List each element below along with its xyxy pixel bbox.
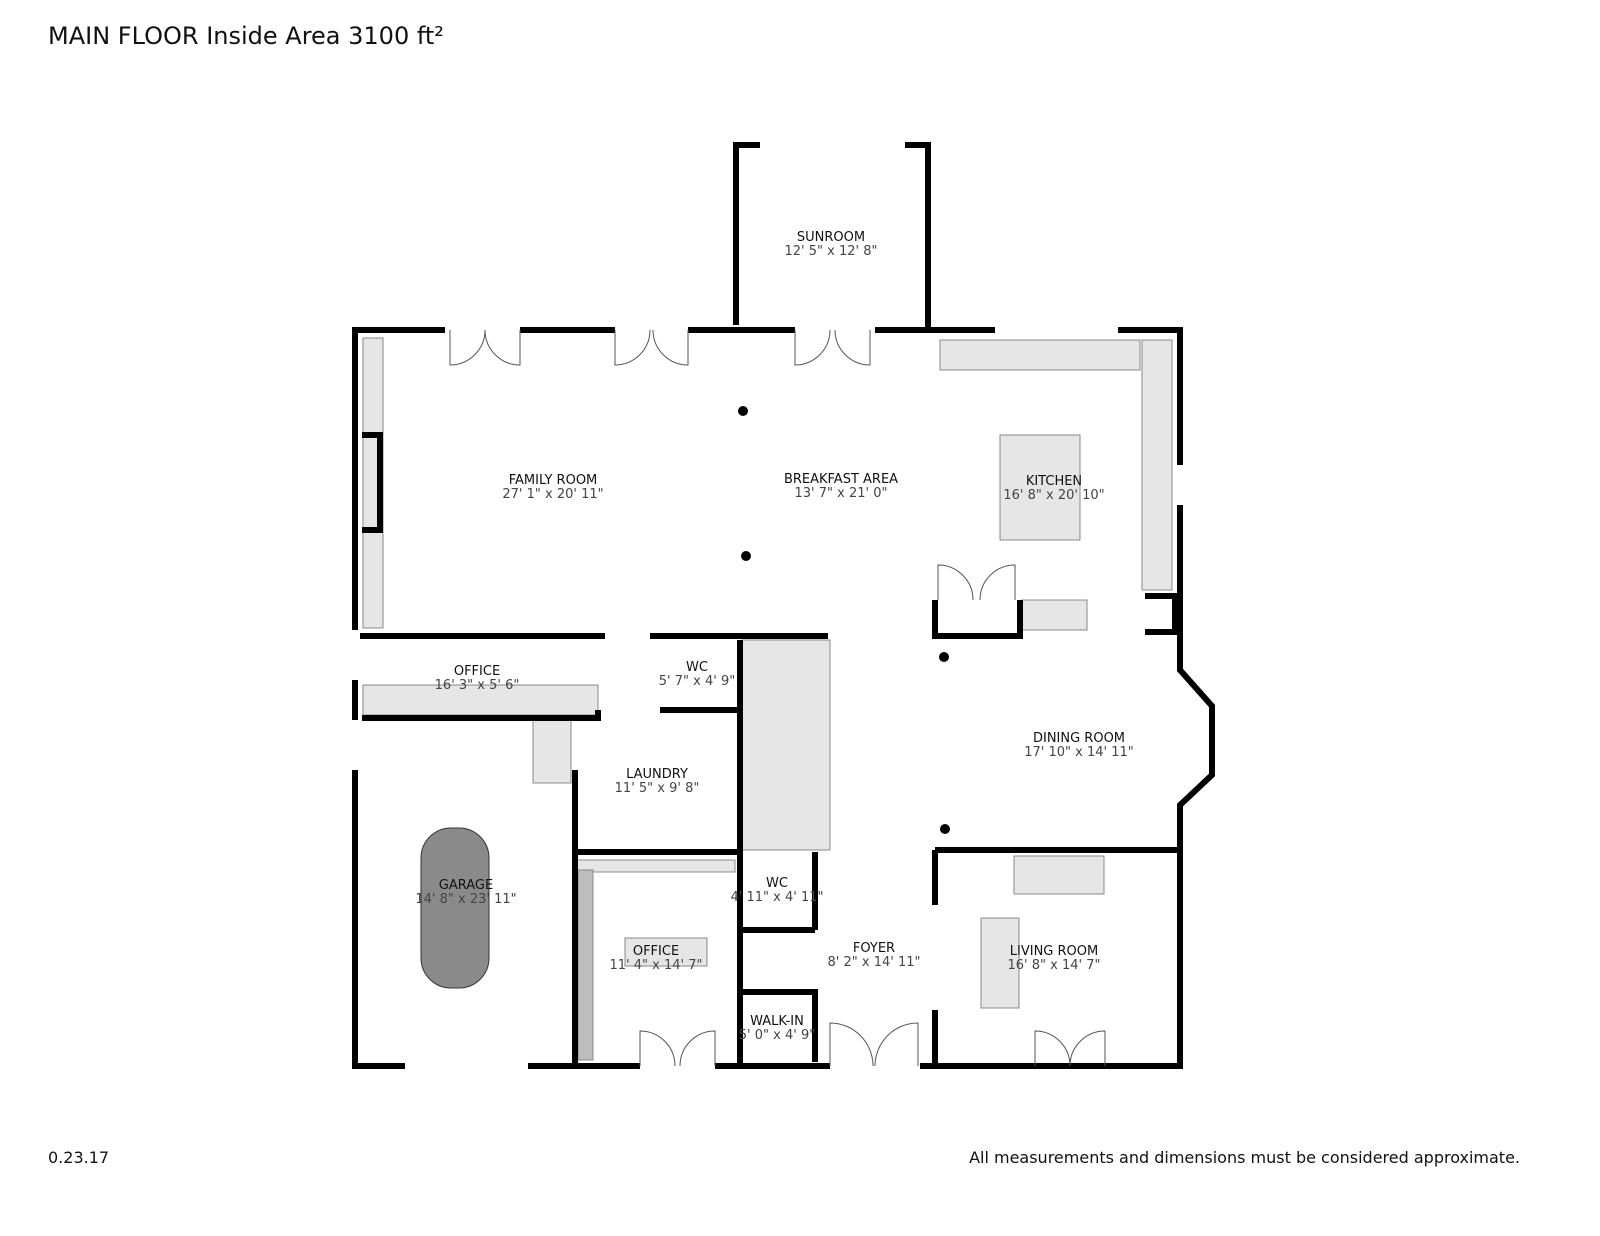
room-name: LAUNDRY: [626, 767, 688, 782]
wall: [742, 989, 818, 1062]
version-label: 0.23.17: [48, 1148, 110, 1167]
wall: [352, 770, 405, 1069]
room-name: WC: [686, 660, 708, 675]
wall: [1118, 327, 1183, 465]
wall: [905, 142, 931, 330]
fixture: [999, 434, 1081, 541]
room-dimensions: 8' 2" x 14' 11": [828, 955, 921, 970]
column: [741, 551, 751, 561]
door-arc: [1069, 1030, 1106, 1067]
fixture: [939, 339, 1141, 371]
room-dimensions: 16' 8" x 14' 7": [1008, 958, 1101, 973]
room-name: WALK-IN: [750, 1014, 804, 1029]
fixture: [624, 937, 708, 967]
door-arc: [449, 329, 486, 366]
room-name: GARAGE: [439, 878, 493, 893]
room-dimensions: 17' 10" x 14' 11": [1024, 745, 1134, 760]
room-dimensions: 11' 5" x 9' 8": [615, 781, 700, 796]
wall: [362, 432, 383, 533]
door-arc: [834, 329, 871, 366]
fixture: [577, 869, 594, 1061]
room-dimensions: 16' 8" x 20' 10": [1003, 488, 1104, 503]
door-arc: [639, 1030, 676, 1067]
room-name: FOYER: [853, 941, 895, 956]
door-arc: [679, 1030, 716, 1067]
room-name: FAMILY ROOM: [509, 473, 598, 488]
room-dimensions: 12' 5" x 12' 8": [785, 244, 878, 259]
room-dimensions: 5' 0" x 4' 9": [739, 1028, 815, 1043]
fixture: [532, 717, 572, 784]
fixture: [1021, 599, 1088, 631]
wall: [932, 600, 1023, 639]
room-dimensions: 13' 7" x 21' 0": [795, 486, 888, 501]
room-name: WC: [766, 876, 788, 891]
room-dimensions: 4' 11" x 4' 11": [731, 890, 824, 905]
door-arc: [874, 1022, 919, 1067]
fixture: [362, 684, 599, 716]
wall: [1035, 505, 1215, 1069]
room-name: OFFICE: [633, 944, 679, 959]
door-arc: [652, 329, 689, 366]
column: [939, 652, 949, 662]
wall: [362, 710, 601, 721]
room-name: LIVING ROOM: [1010, 944, 1098, 959]
room-name: DINING ROOM: [1033, 731, 1125, 746]
wall: [733, 142, 760, 325]
door-arc: [794, 329, 831, 366]
door-arc: [979, 564, 1016, 601]
room-dimensions: 14' 8" x 23' 11": [415, 892, 516, 907]
column: [940, 824, 950, 834]
fixture: [980, 917, 1020, 1009]
fixture: [741, 639, 831, 851]
room-dimensions: 11' 4" x 14' 7": [610, 958, 703, 973]
fixture: [1141, 339, 1173, 591]
plan-title: MAIN FLOOR Inside Area 3100 ft²: [48, 22, 444, 50]
column: [738, 406, 748, 416]
car-icon: [420, 827, 490, 989]
room-name: OFFICE: [454, 664, 500, 679]
fixture: [574, 859, 736, 873]
door-arc: [937, 564, 974, 601]
room-dimensions: 16' 3" x 5' 6": [435, 678, 520, 693]
room-dimensions: 27' 1" x 20' 11": [502, 487, 603, 502]
door-arc: [614, 329, 651, 366]
room-name: BREAKFAST AREA: [784, 472, 898, 487]
wall: [1145, 593, 1178, 635]
wall: [352, 327, 445, 630]
room-name: SUNROOM: [797, 230, 865, 245]
disclaimer-text: All measurements and dimensions must be …: [969, 1148, 1520, 1167]
door-arc: [484, 329, 521, 366]
door-arc: [829, 1022, 874, 1067]
fixture: [1013, 855, 1105, 895]
room-dimensions: 5' 7" x 4' 9": [659, 674, 735, 689]
door-arc: [1034, 1030, 1071, 1067]
room-name: KITCHEN: [1026, 474, 1082, 489]
